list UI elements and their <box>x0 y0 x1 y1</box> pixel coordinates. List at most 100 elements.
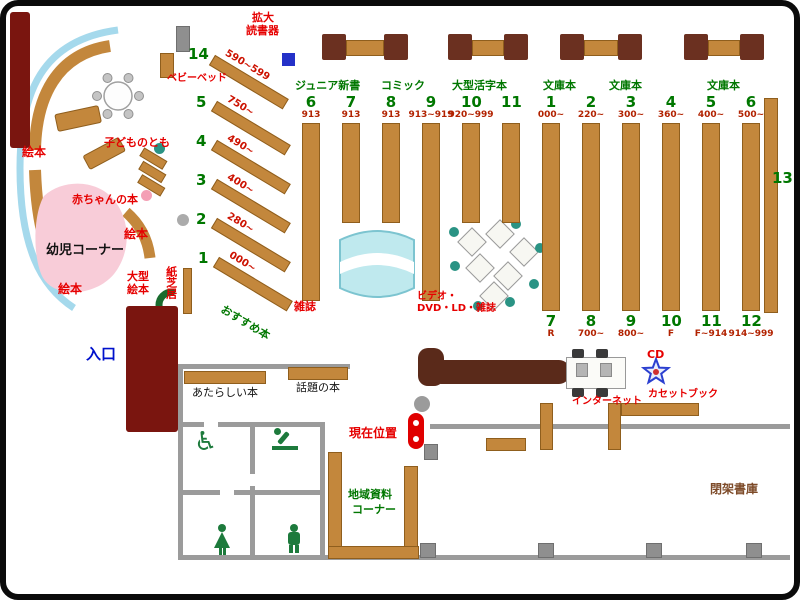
baby-bed <box>160 53 174 78</box>
genre-label-comic: コミック <box>381 79 425 92</box>
reading-chair <box>740 34 764 60</box>
stack-number: 6 <box>745 93 757 111</box>
diag-shelf-number: 2 <box>196 210 207 228</box>
current-location-marker <box>408 413 424 449</box>
internet-label: インターネット <box>572 396 642 407</box>
magnifier-device <box>282 53 295 66</box>
av-shelf <box>486 438 526 451</box>
bookshelf <box>742 123 760 311</box>
kids-table <box>54 105 102 132</box>
stack-number: 10 <box>661 312 682 330</box>
picture-book-shelf-arc-top <box>29 40 112 151</box>
stack-number: 11 <box>501 93 522 111</box>
magazine-display-band <box>340 253 414 274</box>
kids-round-table-chairs <box>92 73 144 119</box>
current-location-label: 現在位置 <box>349 426 398 440</box>
stack-number: 9 <box>425 93 437 111</box>
internet-terminal <box>600 363 612 377</box>
entrance-block <box>126 306 178 432</box>
cd-corner-star-center <box>653 369 659 375</box>
stack-column: 2 220~ 8 700~ <box>578 93 604 340</box>
stack-range: 913 <box>381 110 401 120</box>
wall <box>234 490 322 495</box>
topic-books-shelf <box>288 367 348 380</box>
new-books-shelf <box>184 371 266 384</box>
wall <box>178 364 183 560</box>
local-corner-label-line1: 地域資料 <box>348 488 392 501</box>
stack-range: R <box>547 329 555 339</box>
pillar <box>746 543 762 558</box>
video-label-line2: DVD・LD・雑誌 <box>417 303 497 314</box>
magnifier-label-line2: 読書器 <box>246 24 279 37</box>
magazine-label: 雑誌 <box>294 300 316 313</box>
stack-number: 8 <box>585 312 597 330</box>
bookshelf <box>764 98 778 313</box>
reading-table <box>346 40 384 56</box>
reading-chair <box>448 34 472 60</box>
toddler-corner-area <box>35 183 127 293</box>
picture-books-label-1: 絵本 <box>22 145 47 159</box>
stack-column: 10 920~999 <box>448 95 494 223</box>
stack-number: 12 <box>741 312 762 330</box>
stack-column: 8 913 <box>381 95 401 223</box>
reading-table <box>584 40 618 56</box>
stack-number: 5 <box>705 93 717 111</box>
bookshelf <box>502 123 520 223</box>
stack-range: 400~ <box>697 110 725 120</box>
kodomonotomo-label: 子どものとも <box>104 136 170 149</box>
kamishibai-label: 紙芝居 <box>164 266 178 299</box>
wall <box>178 422 204 427</box>
baby-books-label: 赤ちゃんの本 <box>72 193 138 206</box>
internet-chair <box>596 349 608 358</box>
stack-column: 5 400~ 11 F~914 <box>695 93 727 340</box>
wall <box>218 422 324 427</box>
bookshelf <box>342 123 360 223</box>
stack-range: 360~ <box>657 110 685 120</box>
reading-chair <box>322 34 346 60</box>
stack-range: 000~ <box>537 110 565 120</box>
wall <box>183 490 220 495</box>
stack-range: 913 <box>301 110 321 120</box>
entrance-label: 入口 <box>86 345 117 363</box>
pillar <box>176 26 190 52</box>
stack-number: 2 <box>585 93 597 111</box>
diag-shelf-number: 3 <box>196 171 207 189</box>
wall <box>250 422 255 474</box>
picture-books-label-3: 絵本 <box>58 282 83 296</box>
pillar <box>646 543 662 558</box>
kids-stool-pink <box>141 190 152 201</box>
bookshelf <box>462 123 480 223</box>
reading-table <box>472 40 504 56</box>
kids-round-table <box>103 81 133 111</box>
video-label-line1: ビデオ・ <box>417 291 457 302</box>
reading-chair <box>560 34 584 60</box>
stack-number: 6 <box>305 93 317 111</box>
stack-column: 4 360~ 10 F <box>658 95 684 340</box>
stack-range: 913~919 <box>408 110 454 120</box>
cd-label: CD <box>647 348 665 361</box>
new-books-label: あたらしい本 <box>192 386 258 399</box>
woman-icon <box>212 524 232 556</box>
local-corner-label-line2: コーナー <box>352 503 396 516</box>
picture-book-shelf-arc-inner <box>122 207 156 259</box>
kids-stool-teal <box>154 143 165 154</box>
stack-number: 1 <box>545 93 557 111</box>
large-picture-books-label-line2: 絵本 <box>127 283 149 296</box>
pillar <box>538 543 554 558</box>
genre-label-bunko-2: 文庫本 <box>609 79 642 92</box>
cassette-label: カセットブック <box>648 389 718 400</box>
stack-column: 11 <box>501 93 522 223</box>
bookshelf <box>662 123 680 311</box>
bookshelf <box>382 123 400 223</box>
baby-bed-label: ベビーベッド <box>167 73 227 84</box>
diag-shelf-number: 4 <box>196 132 207 150</box>
stack-column: 3 300~ 9 800~ <box>618 95 644 340</box>
stack-range: F~914 <box>694 329 728 339</box>
stack-number-13: 13 <box>772 169 793 187</box>
pillar <box>420 543 436 558</box>
stack-column: 7 913 <box>341 95 361 223</box>
toddler-corner-label: 幼児コーナー <box>46 243 125 258</box>
reading-chair <box>504 34 528 60</box>
stack-range: 500~ <box>737 110 765 120</box>
